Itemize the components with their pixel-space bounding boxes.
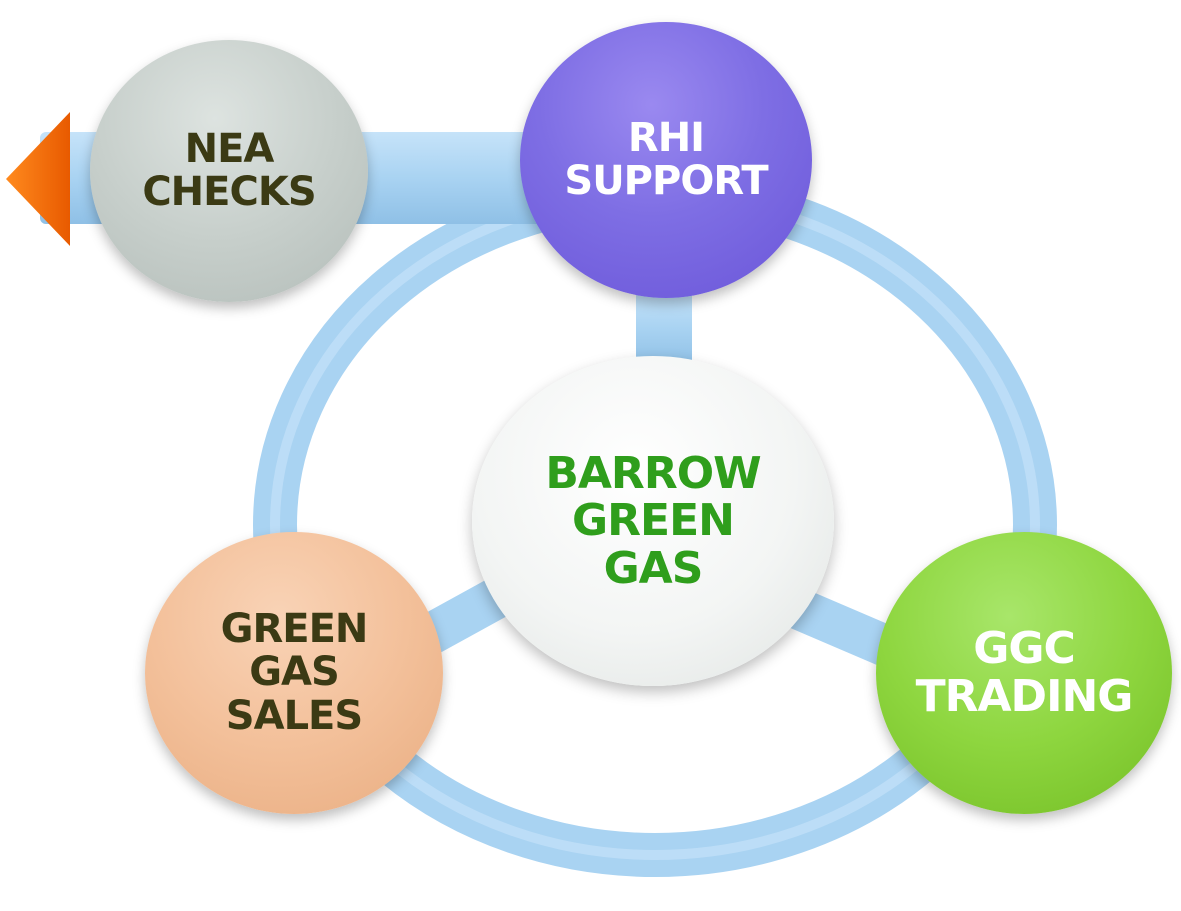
node-center-line-1: BARROW bbox=[545, 447, 761, 499]
left-arrow-icon bbox=[6, 112, 70, 246]
node-center-line-2: GREEN bbox=[572, 495, 735, 547]
node-center-line-3: GAS bbox=[603, 542, 704, 594]
node-nea-checks: NEA CHECKS bbox=[90, 40, 368, 302]
spoke-right bbox=[781, 585, 904, 670]
node-ggc-line-1: GGC bbox=[973, 623, 1076, 675]
node-rhi-support-line-1: RHI bbox=[627, 114, 705, 161]
node-sales-line-1: GREEN bbox=[220, 606, 369, 653]
node-barrow-green-gas: BARROW GREEN GAS bbox=[472, 356, 834, 686]
spoke-top bbox=[636, 290, 692, 366]
node-nea-checks-line-1: NEA bbox=[184, 125, 275, 172]
node-rhi-support-line-2: SUPPORT bbox=[564, 158, 768, 204]
node-rhi-support: RHI SUPPORT bbox=[520, 22, 812, 298]
node-sales-line-3: SALES bbox=[225, 692, 363, 739]
node-ggc-line-2: TRADING bbox=[915, 671, 1134, 722]
node-sales-line-2: GAS bbox=[249, 649, 340, 696]
node-nea-checks-line-2: CHECKS bbox=[142, 169, 316, 215]
node-green-gas-sales: GREEN GAS SALES bbox=[145, 532, 443, 814]
node-ggc-trading: GGC TRADING bbox=[876, 532, 1172, 814]
